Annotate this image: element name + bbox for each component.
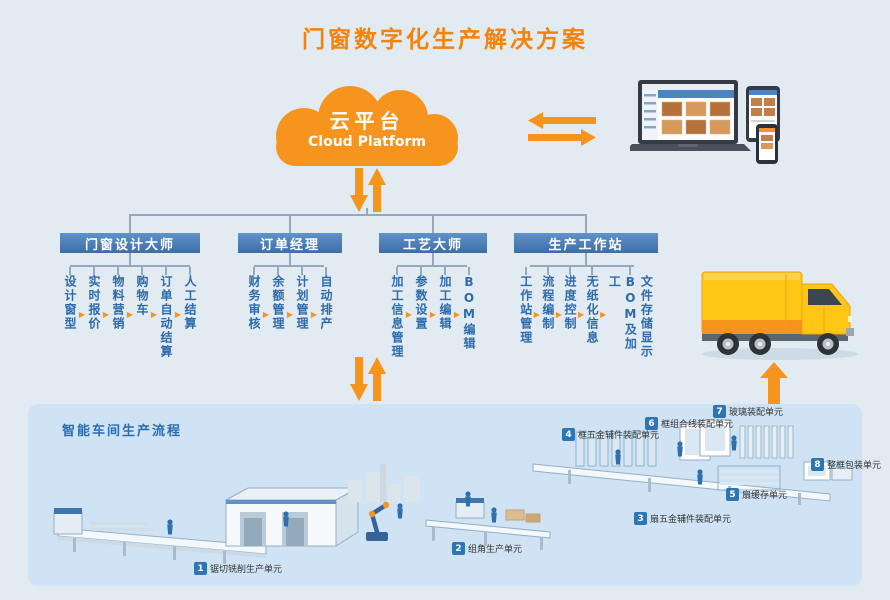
unit-label: 整框包装单元	[827, 461, 882, 471]
module-item: 参数设置	[413, 267, 429, 361]
flow-arrow-icon: ▶	[600, 310, 607, 319]
connector-line	[366, 208, 368, 215]
devices-illustration	[625, 80, 785, 184]
delivery-truck-icon	[701, 271, 858, 360]
unit-3: 3 扇五金辅件装配单元	[634, 512, 731, 525]
module-item: 设计窗型	[62, 267, 78, 361]
flow-arrow-icon: ▶	[429, 310, 437, 319]
unit-label: 框组合线装配单元	[661, 420, 734, 430]
flow-arrow-icon: ▶	[126, 310, 134, 319]
module-item: 实时报价	[86, 267, 102, 361]
cloud-platform: 云平台 Cloud Platform	[262, 84, 472, 172]
module-header-order-manager: 订单经理	[238, 233, 342, 253]
workshop-title: 智能车间生产流程	[62, 424, 183, 439]
unit-number-badge: 4	[562, 428, 575, 441]
connector-line	[289, 253, 291, 265]
module-item: 物料营销	[110, 267, 126, 361]
connector-line	[130, 214, 586, 216]
module-item: 财务审核	[246, 267, 262, 361]
unit-number-badge: 2	[452, 542, 465, 555]
connector-line	[254, 265, 324, 267]
unit-label: 扇五金辅件装配单元	[650, 515, 732, 525]
module-header-craft-master: 工艺大师	[379, 233, 487, 253]
flow-arrow-icon: ▶	[286, 310, 294, 319]
module-item: 订单自动结算	[158, 267, 174, 361]
module-item: 购物车	[134, 267, 150, 361]
module-item: BOM编辑	[461, 267, 477, 361]
unit-number-badge: 8	[811, 458, 824, 471]
module-item: 流程编制	[540, 267, 556, 361]
truck-illustration	[698, 264, 868, 368]
unit-7: 7 玻璃装配单元	[713, 405, 783, 418]
connector-line	[432, 253, 434, 265]
flow-arrow-icon: ▶	[102, 310, 110, 319]
laptop-tablet-phone-icon	[625, 80, 780, 164]
connector-line	[585, 253, 587, 265]
flow-arrow-icon: ▶	[78, 310, 86, 319]
flow-arrow-icon: ▶	[310, 310, 318, 319]
unit-5: 5 扇缓存单元	[726, 488, 787, 501]
workshop-panel: 智能车间生产流程 1 锯切铣削生产单元 2 组角生产单元 3 扇五金辅件装配单元…	[28, 404, 881, 586]
updown-arrows-bottom-icon	[350, 357, 386, 401]
unit-8: 8 整框包装单元	[811, 458, 881, 471]
unit-number-badge: 6	[645, 417, 658, 430]
module-items-order-manager: 财务审核 ▶ 余额管理 ▶ 计划管理 ▶ 自动排产	[246, 267, 334, 361]
module-item: 余额管理	[270, 267, 286, 361]
module-item: 自动排产	[318, 267, 334, 361]
module-item: 加工信息管理	[389, 267, 405, 361]
unit-label: 组角生产单元	[468, 545, 523, 555]
flow-arrow-icon: ▶	[262, 310, 270, 319]
module-item: 加工编辑	[437, 267, 453, 361]
flow-arrow-icon: ▶	[555, 310, 562, 319]
connector-line	[432, 214, 434, 233]
module-item: 无纸化信息	[584, 267, 600, 361]
unit-number-badge: 7	[713, 405, 726, 418]
page-title: 门窗数字化生产解决方案	[302, 27, 588, 53]
module-items-production-station: 工作站管理 ▶ 流程编制 ▶ 进度控制 ▶ 无纸化信息 ▶ 文件存储显示BOM及…	[519, 267, 653, 361]
cloud-title: 云平台	[329, 109, 405, 133]
connector-line	[585, 214, 587, 233]
flow-arrow-icon: ▶	[453, 310, 461, 319]
module-items-craft-master: 加工信息管理 ▶ 参数设置 ▶ 加工编辑 ▶ BOM编辑	[389, 267, 477, 361]
connector-line	[129, 214, 131, 233]
flow-arrow-icon: ▶	[533, 310, 540, 319]
module-item: 工作站管理	[518, 267, 534, 361]
unit-1: 1 锯切铣削生产单元	[194, 562, 282, 575]
module-items-design-master: 设计窗型 ▶ 实时报价 ▶ 物料营销 ▶ 购物车 ▶ 订单自动结算 ▶ 人工结算	[62, 267, 198, 361]
unit-2: 2 组角生产单元	[452, 542, 522, 555]
unit-4: 4 框五金辅件装配单元	[562, 428, 659, 441]
cloud-icon	[276, 86, 458, 166]
unit-6: 6 框组合线装配单元	[645, 417, 733, 430]
flow-arrow-icon: ▶	[405, 310, 413, 319]
up-arrow-to-truck-icon	[760, 362, 788, 404]
unit-number-badge: 1	[194, 562, 207, 575]
flow-arrow-icon: ▶	[174, 310, 182, 319]
sync-arrows-icon	[528, 112, 596, 146]
factory-illustration	[53, 419, 853, 564]
unit-label: 扇缓存单元	[742, 491, 788, 501]
connector-line	[70, 265, 190, 267]
connector-line	[129, 253, 131, 265]
cloud-subtitle: Cloud Platform	[308, 134, 426, 150]
module-item: 计划管理	[294, 267, 310, 361]
unit-label: 玻璃装配单元	[729, 408, 784, 418]
module-item: 文件存储显示BOM及加工	[606, 267, 654, 361]
unit-number-badge: 3	[634, 512, 647, 525]
flow-arrow-icon: ▶	[150, 310, 158, 319]
module-header-design-master: 门窗设计大师	[60, 233, 200, 253]
flow-arrow-icon: ▶	[578, 310, 585, 319]
unit-label: 锯切铣削生产单元	[210, 565, 283, 575]
updown-arrows-top-icon	[350, 168, 386, 212]
unit-label: 框五金辅件装配单元	[578, 431, 660, 441]
unit-number-badge: 5	[726, 488, 739, 501]
module-item: 进度控制	[562, 267, 578, 361]
module-item: 人工结算	[182, 267, 198, 361]
module-header-production-station: 生产工作站	[514, 233, 658, 253]
connector-line	[289, 214, 291, 233]
connector-line	[397, 265, 467, 267]
connector-line	[530, 265, 634, 267]
